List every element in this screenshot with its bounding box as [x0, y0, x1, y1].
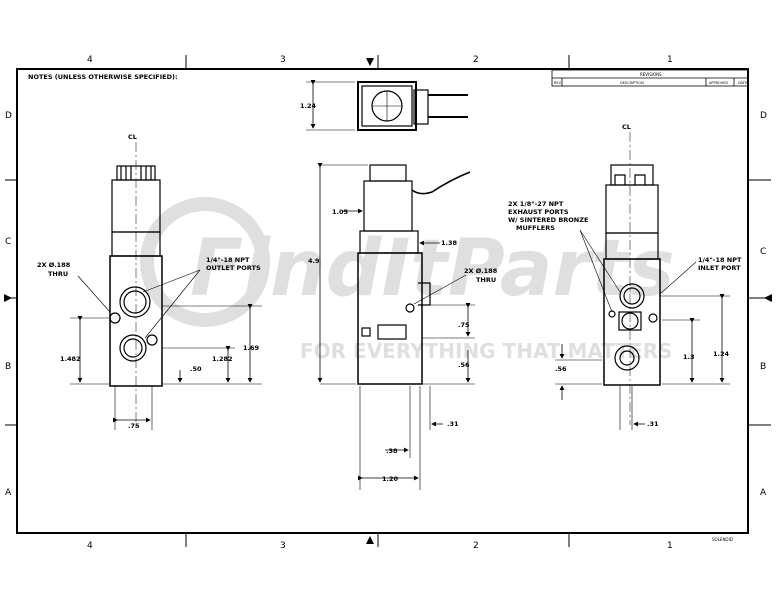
- grid-col-3-bottom: 3: [280, 541, 286, 551]
- right-view: [555, 132, 730, 430]
- watermark-tagline: FOR EVERYTHING THAT MATTERS: [300, 339, 673, 363]
- center-dim-38: .38: [386, 447, 398, 455]
- left-dim-1282: 1.282: [212, 355, 233, 363]
- top-view: [306, 80, 468, 131]
- grid-col-4-bottom: 4: [87, 541, 93, 551]
- right-dim-56: .56: [555, 365, 567, 373]
- grid-row-b-right: B: [760, 362, 766, 372]
- center-arrow-bottom: [366, 536, 374, 544]
- grid-row-d-left: D: [5, 111, 12, 121]
- left-dim-1482: 1.482: [60, 355, 81, 363]
- center-dim-138: 1.38: [441, 239, 458, 247]
- center-arrow-right: [764, 294, 772, 302]
- right-inlet-note-1: 1/4"-18 NPT: [698, 256, 742, 264]
- revision-col-date: DATE: [738, 81, 747, 85]
- left-centerline: CL: [128, 133, 137, 141]
- center-dim-height: 4.9: [308, 257, 320, 265]
- right-exhaust-note-1: 2X 1/8"-27 NPT: [508, 200, 564, 208]
- notes-header: NOTES (UNLESS OTHERWISE SPECIFIED):: [28, 73, 178, 81]
- right-exhaust-note-3: W/ SINTERED BRONZE: [508, 216, 588, 224]
- right-centerline: CL: [622, 123, 631, 131]
- watermark: FindItParts FOR EVERYTHING THAT MATTERS: [140, 197, 675, 363]
- drawing-border: [16, 68, 749, 534]
- grid-col-2-bottom: 2: [473, 541, 479, 551]
- left-dim-169: 1.69: [243, 344, 260, 352]
- revision-header: REVISIONS: [640, 72, 662, 77]
- watermark-text: FindItParts: [190, 224, 675, 314]
- right-exhaust-note-4: MUFFLERS: [516, 224, 555, 232]
- center-holes-note-1: 2X Ø.188: [464, 267, 498, 275]
- grid-col-3-top: 3: [280, 55, 286, 65]
- grid-row-b-left: B: [5, 362, 11, 372]
- grid-row-c-right: C: [760, 247, 766, 257]
- left-view: [70, 142, 262, 430]
- center-dim-120: 1.20: [382, 475, 399, 483]
- left-holes-note-1: 2X Ø.188: [37, 261, 71, 269]
- right-dim-13: 1.3: [683, 353, 695, 361]
- center-dim-31: .31: [447, 420, 459, 428]
- left-outlet-note-1: 1/4"-18 NPT: [206, 256, 250, 264]
- center-dim-105: 1.05: [332, 208, 349, 216]
- grid-row-c-left: C: [5, 237, 11, 247]
- left-holes-note-2: THRU: [48, 270, 68, 278]
- left-outlet-note-2: OUTLET PORTS: [206, 264, 261, 272]
- right-dim-31: .31: [647, 420, 659, 428]
- grid-col-2-top: 2: [473, 55, 479, 65]
- left-dim-50: .50: [190, 365, 202, 373]
- center-dim-56: .56: [458, 361, 470, 369]
- drawing-number: SOLENOID: [712, 537, 733, 542]
- revision-col-rev: REV: [554, 81, 562, 85]
- grid-row-a-right: A: [760, 488, 767, 498]
- grid-row-d-right: D: [760, 111, 767, 121]
- right-dim-124: 1.24: [713, 350, 730, 358]
- center-arrow-left: [4, 294, 12, 302]
- revision-col-desc: DESCRIPTION: [620, 81, 644, 85]
- center-dim-75: .75: [458, 321, 470, 329]
- center-holes-note-2: THRU: [476, 276, 496, 284]
- revision-col-approved: APPROVED: [709, 81, 728, 85]
- grid-col-1-top: 1: [667, 55, 673, 65]
- left-dim-75: .75: [128, 422, 140, 430]
- center-view: [317, 163, 475, 490]
- right-exhaust-note-2: EXHAUST PORTS: [508, 208, 569, 216]
- right-inlet-note-2: INLET PORT: [698, 264, 741, 272]
- grid-col-4-top: 4: [87, 55, 93, 65]
- center-arrow-top: [366, 58, 374, 66]
- grid-row-a-left: A: [5, 488, 12, 498]
- top-dim-height: 1.24: [300, 102, 317, 110]
- grid-col-1-bottom: 1: [667, 541, 673, 551]
- revision-block: [551, 69, 749, 87]
